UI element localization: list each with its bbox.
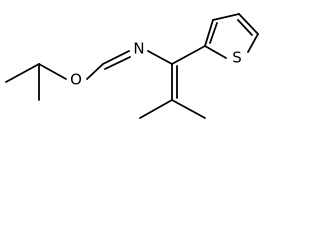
bond-thiophene-c2-c3 — [204, 19, 214, 47]
bond-imine-double-outer — [102, 50, 130, 65]
bond-thiophene-s-c2 — [204, 45, 227, 59]
bond-thiophene-c4-c5 — [238, 13, 259, 35]
bond-vinyl-to-thiophene — [171, 45, 206, 65]
bond-methyl-lower-right — [171, 99, 206, 119]
bond-nitrogen-to-vinyl-carbon — [147, 50, 173, 65]
oxygen-atom-label: O — [70, 71, 82, 89]
bond-thiophene-c2-c3-inner — [209, 22, 218, 44]
bond-imine-double-inner — [104, 56, 131, 70]
bond-oxygen-to-imine-carbon — [86, 63, 104, 80]
sulfur-atom-label: S — [232, 49, 242, 67]
bond-thiophene-c5-s — [247, 33, 259, 53]
bond-methyl-left — [5, 63, 40, 83]
nitrogen-atom-label: N — [133, 40, 144, 58]
bond-thiophene-c4-c5-inner — [237, 19, 253, 36]
bond-thiophene-c3-c4 — [212, 13, 240, 21]
bond-isopropyl-to-oxygen — [38, 63, 67, 80]
molecule-drawing: O N S — [5, 13, 259, 119]
structure-diagram: O N S — [0, 0, 278, 135]
bond-methyl-lower-left — [139, 99, 173, 119]
